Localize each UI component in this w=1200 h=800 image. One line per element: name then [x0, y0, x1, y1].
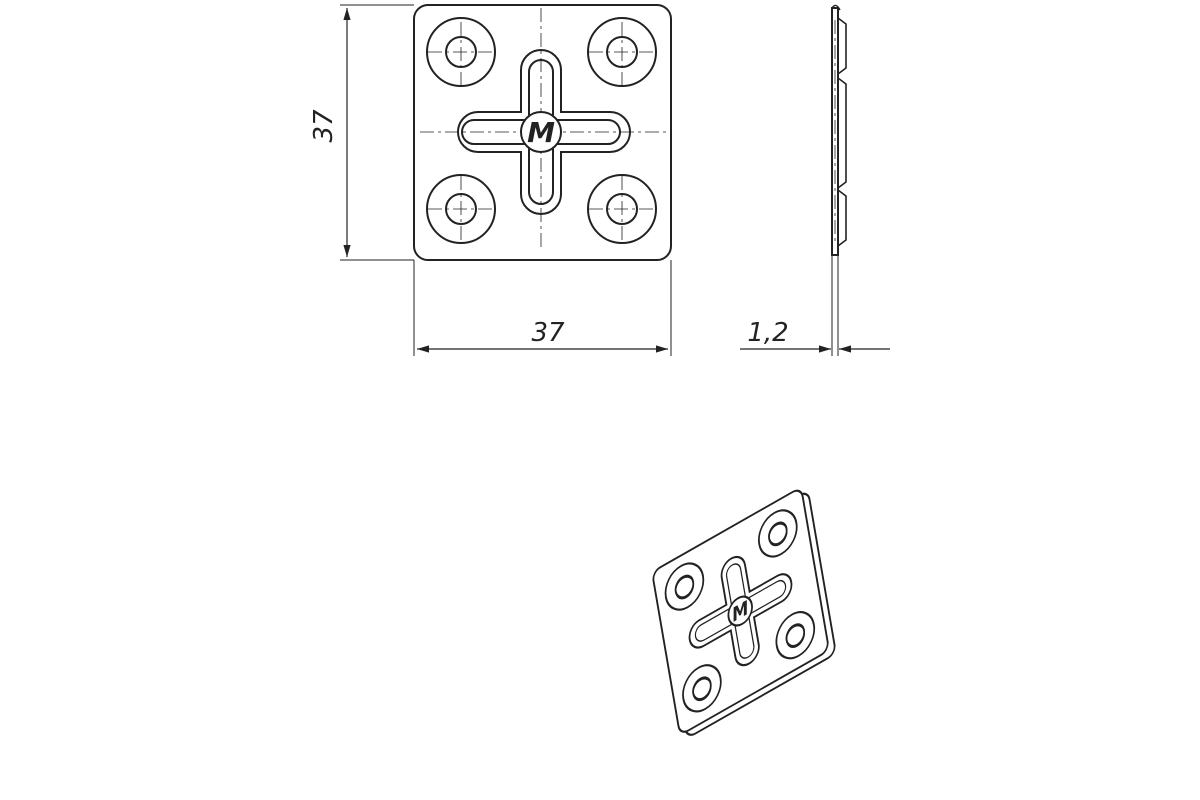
hole-top-right: [587, 17, 657, 87]
dimension-height: [340, 4, 414, 261]
dimension-width-label: 37: [531, 318, 565, 348]
dimension-height-label: 37: [309, 109, 339, 143]
logo-letter: M: [527, 116, 555, 149]
hole-top-left: [426, 17, 496, 87]
cross-rib-outer: [457, 49, 631, 215]
cross-rib-inner: [461, 59, 621, 205]
hole-bottom-right: [587, 174, 657, 244]
side-view: [831, 4, 847, 256]
dimension-thickness: [740, 255, 890, 356]
dimension-thickness-label: 1,2: [747, 318, 788, 348]
logo-circle: [520, 111, 562, 153]
hole-bottom-left: [426, 174, 496, 244]
isometric-view: M: [652, 489, 836, 736]
plate-outline: [413, 4, 672, 261]
center-lines: [420, 8, 666, 250]
dimension-width: [413, 260, 672, 356]
iso-logo-letter: M: [731, 597, 751, 627]
front-view: [413, 4, 672, 261]
